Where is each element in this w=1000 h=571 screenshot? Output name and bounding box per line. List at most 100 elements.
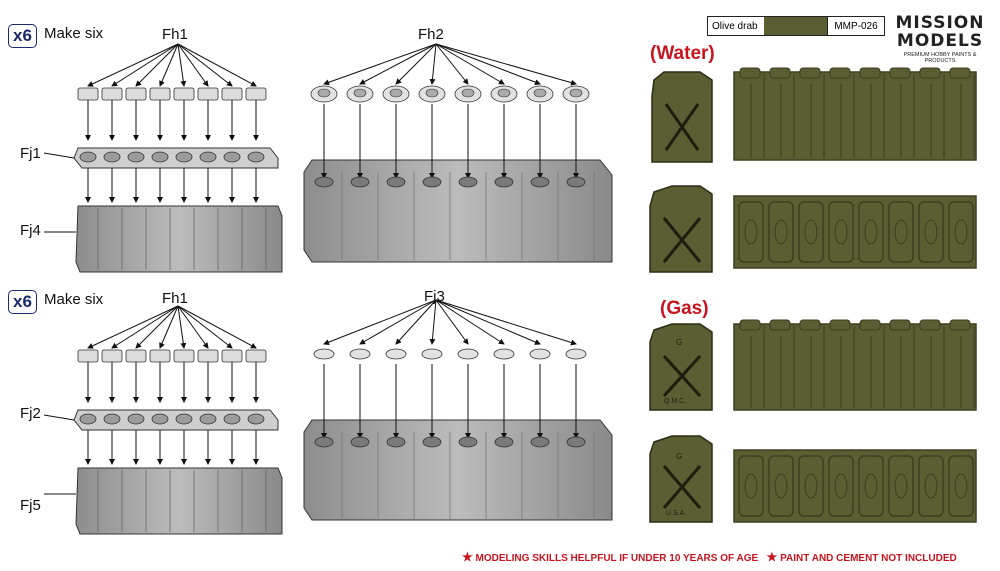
cap-part [221,87,243,101]
can-emboss [834,473,848,499]
filler-opening [422,436,442,448]
paint-swatch-bar: Olive drab MMP-026 [707,16,885,36]
cap-part [197,349,219,363]
leader-line [177,305,233,349]
leader-line [435,299,541,345]
spout-hole [103,151,121,163]
cap-part [77,87,99,101]
gas-can-front [649,323,713,411]
leader-line [435,43,469,85]
leader-line [177,43,257,87]
leader-line [135,43,179,87]
olive-rack-row [733,195,977,269]
water-can-back [649,185,713,273]
leader-line [395,43,437,85]
can-emboss [954,473,968,499]
part-pointer [43,414,75,421]
part-pointer [43,152,75,159]
leader-line [435,299,469,345]
spout-hole [247,151,265,163]
spout-hole [223,413,241,425]
right-block-1 [303,159,613,263]
left-block-2 [73,409,283,535]
leader-line [359,43,437,85]
cap-part [77,349,99,363]
handle-top [739,319,761,331]
leader-line [111,43,179,87]
cap-part [221,349,243,363]
leader-line [177,305,209,349]
can-outline [798,201,824,263]
spout-cap-hole [569,88,583,98]
leader-line [177,305,257,349]
leader-line [87,43,179,87]
handle-top [949,67,971,79]
lid-part [385,348,407,360]
can-emboss [894,473,908,499]
filler-opening [314,176,334,188]
part-label-fj2: Fj2 [20,405,41,422]
leader-line [323,299,437,345]
olive-rack-row [733,323,977,411]
can-emboss [834,219,848,245]
can-outline [768,201,794,263]
gas-back-mark-g: G [676,452,683,461]
leader-line [435,43,577,86]
gas-heading: (Gas) [660,298,709,319]
quantity-badge-2: x6 [8,290,37,314]
can-emboss [924,473,938,499]
handle-top [889,319,911,331]
cap-part [149,349,171,363]
lid-part [313,348,335,360]
part-label-fj4: Fj4 [20,222,41,239]
can-outline [918,201,944,263]
make-six-label-1: Make six [44,25,104,42]
filler-opening [314,436,334,448]
olive-rack-row [733,449,977,523]
lid-part [493,348,515,360]
can-emboss [924,219,938,245]
spout-hole [223,151,241,163]
spout-hole [199,413,217,425]
gas-front-mark-g: G [676,338,683,347]
spout-hole [175,413,193,425]
olive-rack-rows [733,67,977,523]
left-block-1 [73,147,283,273]
can-emboss [864,219,878,245]
paint-code: MMP-026 [827,17,884,35]
spout-hole [175,151,193,163]
filler-opening [350,436,370,448]
handle-top [919,67,941,79]
filler-opening [494,436,514,448]
leader-line [159,305,179,349]
leader-line [177,43,209,87]
filler-opening [530,176,550,188]
leader-line [159,43,179,87]
cap-part [101,87,123,101]
can-emboss [744,219,758,245]
filler-opening [494,176,514,188]
handle-top [769,319,791,331]
cap-part [125,87,147,101]
water-can-front [651,71,713,163]
can-emboss [894,219,908,245]
star-icon: ★ [766,550,778,564]
can-outline [738,201,764,263]
spout-hole [79,413,97,425]
can-outline [828,201,854,263]
part-label-fh1-b: Fh1 [162,290,188,307]
gas-can-back [649,435,713,523]
filler-opening [566,176,586,188]
logo-tagline: PREMIUM HOBBY PAINTS & PRODUCTS [903,52,977,64]
assembly-details [43,43,595,532]
water-heading: (Water) [650,43,715,64]
cap-part [197,87,219,101]
can-emboss [954,219,968,245]
spout-hole [151,413,169,425]
paint-color-chip [764,17,827,35]
olive-rack-row [733,71,977,161]
spout-hole [199,151,217,163]
handle-top [859,319,881,331]
can-emboss [804,473,818,499]
can-outline [888,201,914,263]
